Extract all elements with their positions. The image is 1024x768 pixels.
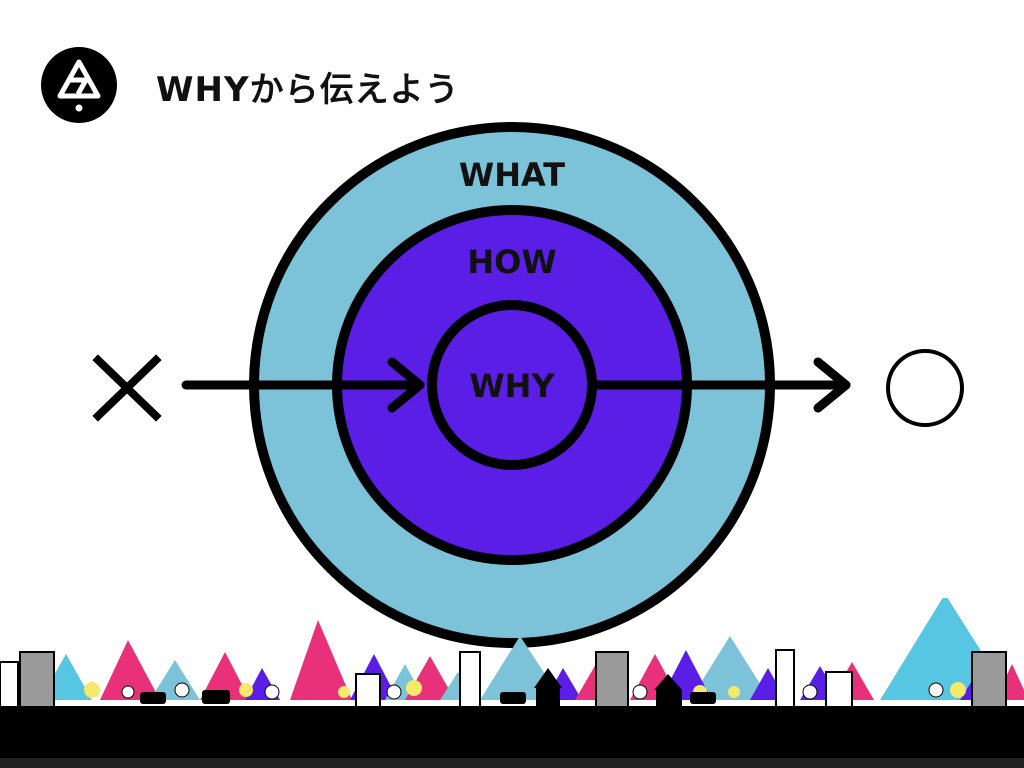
circle-icon [886,349,964,427]
arrow-out [591,357,851,413]
arrow-in [181,357,425,413]
page-title: WHYから伝えよう [156,70,460,110]
city-skyline-illustration [0,598,1024,768]
how-label: HOW [467,243,556,281]
cross-icon [92,354,162,422]
why-label: WHY [469,367,555,405]
what-label: WHAT [459,156,565,194]
logo-icon [41,47,117,123]
